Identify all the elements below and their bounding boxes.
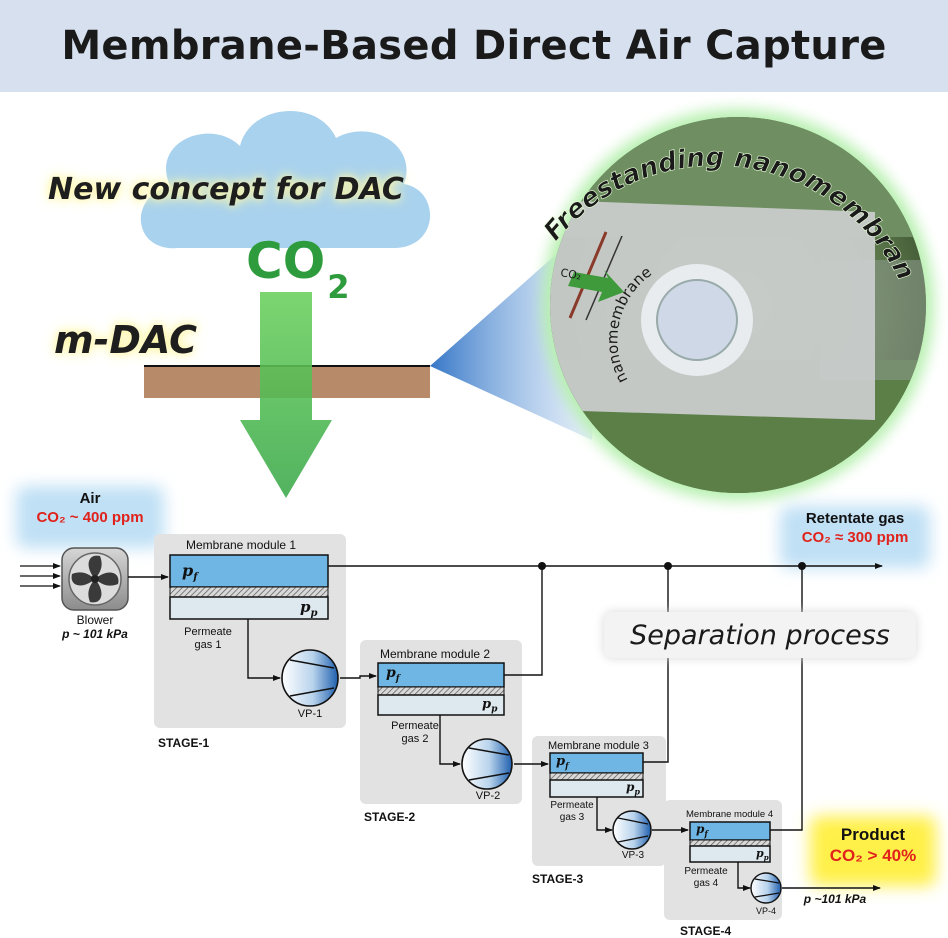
perm-p: p xyxy=(626,780,635,794)
product-pressure: p ~101 kPa xyxy=(803,892,867,906)
vp-1-label: VP-1 xyxy=(297,708,323,720)
vacuum-pump-3-icon xyxy=(612,810,652,850)
permeate-gas-text: gas 2 xyxy=(401,732,429,745)
vp-4-label: VP-4 xyxy=(755,906,776,916)
perm-p: p xyxy=(300,598,311,616)
retentate-co2: CO₂ ≈ 300 ppm xyxy=(801,528,909,546)
feed-sub: f xyxy=(565,760,569,771)
feed-p: p xyxy=(696,822,705,836)
permeate-gas-text: gas 1 xyxy=(194,638,222,651)
module-1-perm-pressure: pp xyxy=(300,598,318,619)
retentate-title: Retentate gas xyxy=(805,510,905,527)
co2-main: CO xyxy=(246,232,326,290)
module-2-feed-pressure: pf xyxy=(386,665,400,684)
vp-3-label: VP-3 xyxy=(621,850,645,861)
permeate-text: Permeate xyxy=(391,720,439,732)
junction-dots xyxy=(538,562,806,570)
blower-fan-icon xyxy=(61,547,129,611)
feed-p: p xyxy=(182,561,194,580)
feed-p: p xyxy=(556,754,566,769)
title-banner: Membrane-Based Direct Air Capture xyxy=(0,0,948,92)
mdac-label: m-DAC xyxy=(54,318,198,362)
product-glow xyxy=(810,816,936,886)
stage-1-label: STAGE-1 xyxy=(158,736,210,750)
module-2-title: Membrane module 2 xyxy=(380,647,491,661)
module-3-title: Membrane module 3 xyxy=(548,740,649,752)
module-3-feed-pressure: pf xyxy=(556,754,569,771)
product-co2: CO₂ > 40% xyxy=(829,846,917,866)
perm-p: p xyxy=(756,847,764,860)
cloud-shape xyxy=(140,111,431,249)
perm-p: p xyxy=(482,697,492,712)
vacuum-pump-4-icon xyxy=(750,872,782,904)
air-glow xyxy=(16,486,164,548)
membrane-module-4 xyxy=(689,821,771,863)
stage-3-label: STAGE-3 xyxy=(532,872,584,886)
separation-process-label: Separation process xyxy=(604,612,916,658)
air-title: Air xyxy=(79,490,101,507)
permeate-text: Permeate xyxy=(684,866,728,877)
stage-4-label: STAGE-4 xyxy=(680,924,732,938)
module-4-title: Membrane module 4 xyxy=(686,809,774,820)
feed-sub: f xyxy=(395,673,400,684)
permeate-gas-text: gas 3 xyxy=(559,811,585,823)
stage-2-label: STAGE-2 xyxy=(364,810,416,824)
vacuum-pump-1-icon xyxy=(281,649,339,707)
permeate-text: Permeate xyxy=(184,626,232,638)
co2-label: CO2 xyxy=(246,236,349,303)
air-tag: Air CO₂ ~ 400 ppm xyxy=(18,490,162,528)
module-4-feed-pressure: pf xyxy=(696,822,708,838)
flow-lines xyxy=(128,563,883,891)
retentate-glow xyxy=(780,506,930,568)
perm-sub: p xyxy=(310,608,318,619)
module-2-perm-pressure: pp xyxy=(482,697,497,715)
feed-p: p xyxy=(386,665,396,681)
inlet-arrows xyxy=(20,563,61,589)
perm-sub: p xyxy=(763,853,769,863)
feed-sub: f xyxy=(193,572,198,584)
vp-2-label: VP-2 xyxy=(475,790,501,802)
membrane-module-3 xyxy=(549,752,644,798)
vacuum-pump-2-icon xyxy=(461,738,513,790)
retentate-tag: Retentate gas CO₂ ≈ 300 ppm xyxy=(780,510,930,548)
blower-pressure: p ~ 101 kPa xyxy=(62,627,128,641)
product-title: Product xyxy=(840,825,906,844)
page-title: Membrane-Based Direct Air Capture xyxy=(61,23,887,69)
module-4-perm-pressure: pp xyxy=(756,847,769,862)
perm-sub: p xyxy=(634,786,640,797)
feed-sub: f xyxy=(704,828,708,839)
co2-flow-arrow xyxy=(240,292,332,498)
permeate-gas-text: gas 4 xyxy=(693,877,719,889)
device-co2-label: CO₂ xyxy=(559,266,582,282)
blower-label: Blower xyxy=(76,613,114,627)
permeate-text: Permeate xyxy=(550,800,594,811)
air-co2: CO₂ ~ 400 ppm xyxy=(36,508,144,526)
module-1-feed-pressure: pf xyxy=(182,561,198,583)
membrane-module-2 xyxy=(377,662,505,716)
product-tag: Product CO₂ > 40% xyxy=(808,824,938,867)
perm-sub: p xyxy=(491,704,498,715)
module-3-perm-pressure: pp xyxy=(626,780,640,796)
membrane-module-1 xyxy=(169,554,329,620)
co2-subscript: 2 xyxy=(327,268,350,306)
module-1-title: Membrane module 1 xyxy=(186,538,297,552)
concept-label: New concept for DAC xyxy=(48,172,404,207)
